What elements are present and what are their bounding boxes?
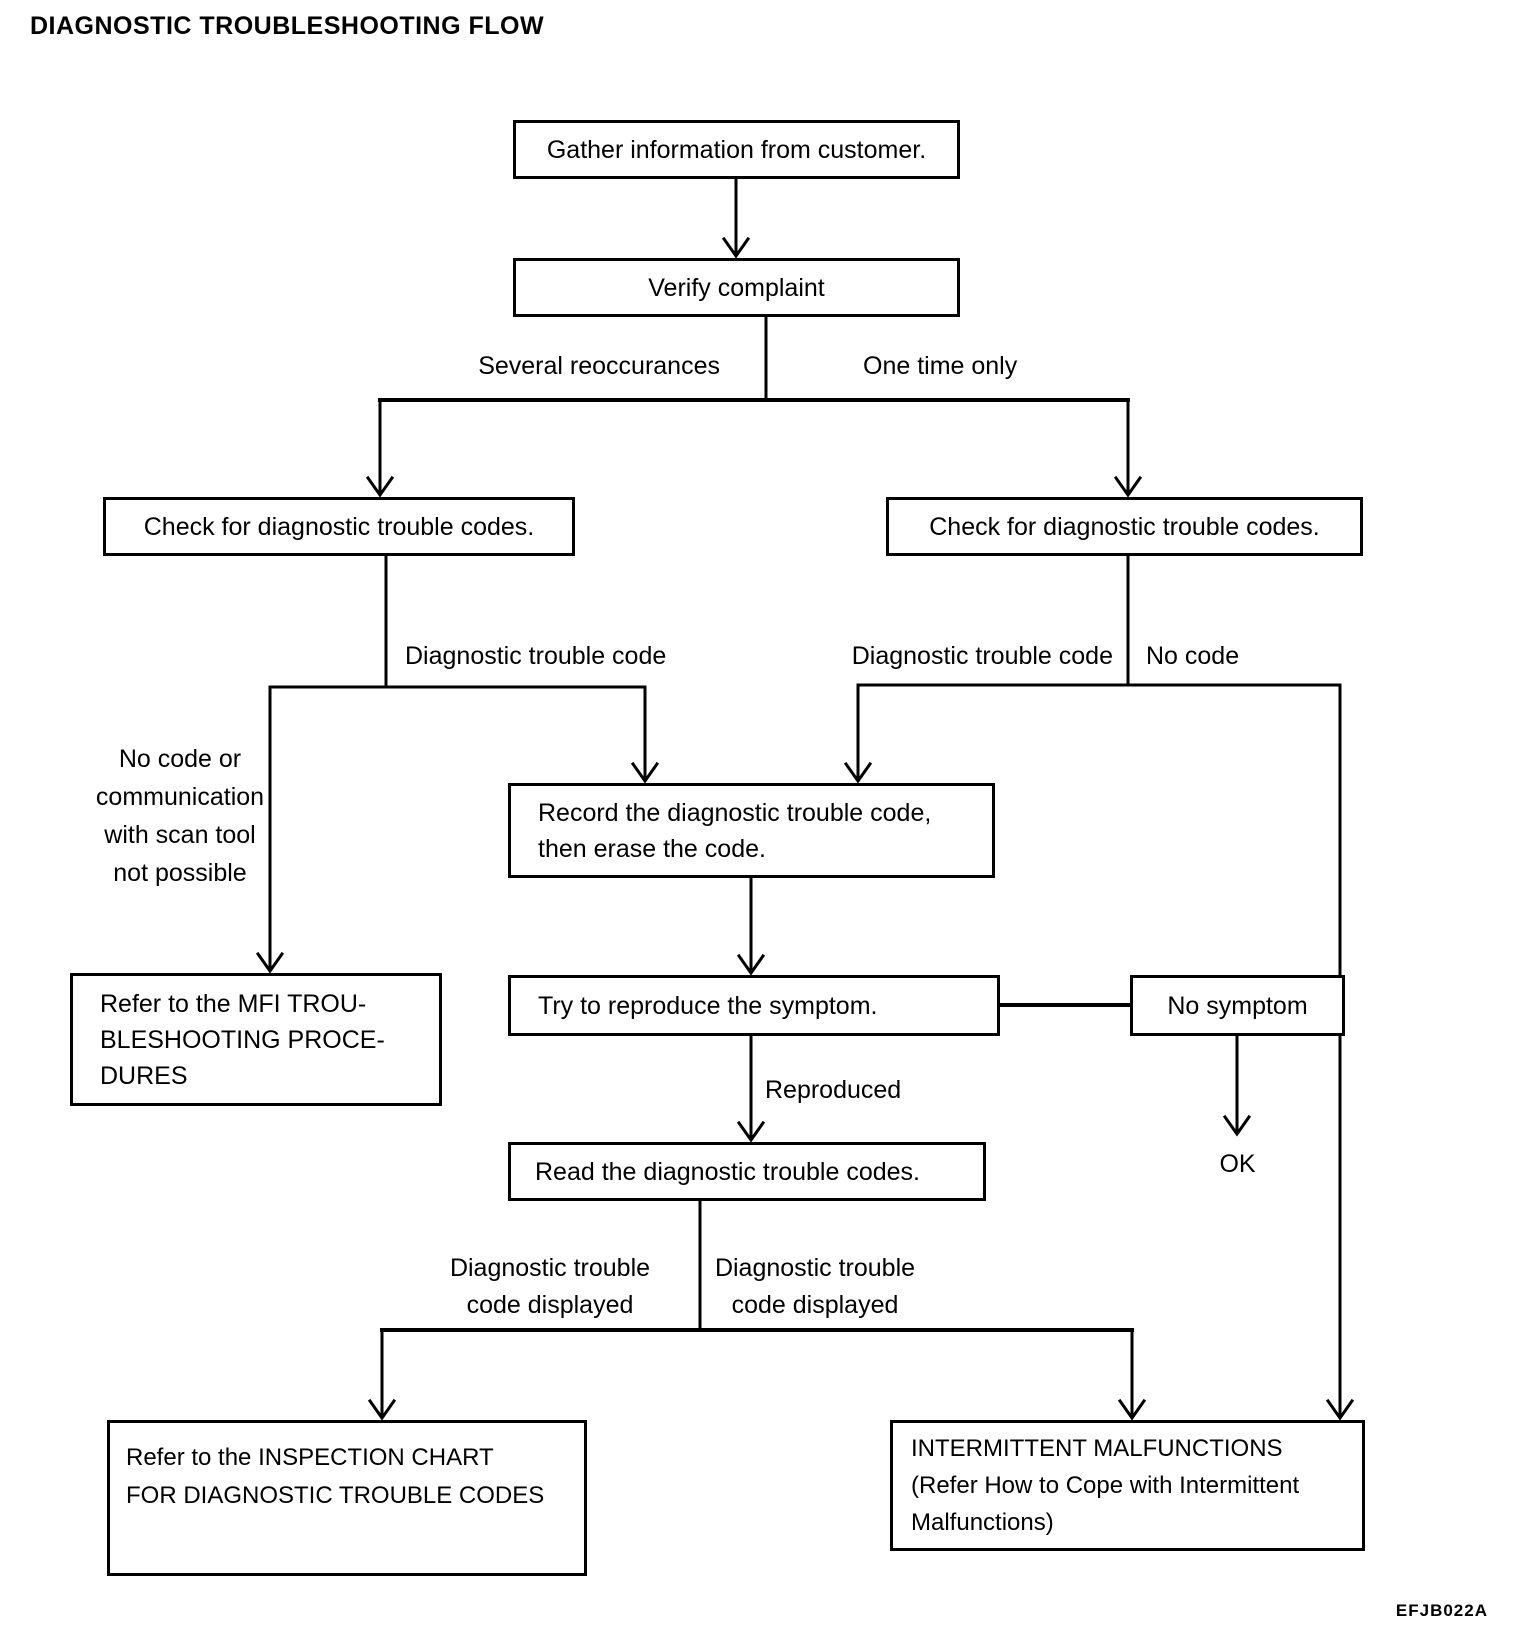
edge-junction-to-intermittent bbox=[1117, 1328, 1147, 1421]
edge-branch-to-check-left bbox=[365, 398, 395, 498]
edge-try-to-read bbox=[736, 1034, 766, 1143]
label-ok: OK bbox=[1219, 1150, 1256, 1178]
label-no-code: No code bbox=[1146, 642, 1240, 670]
node-refer-mfi-procedures: Refer to the MFI TROU- BLESHOOTING PROCE… bbox=[70, 973, 442, 1106]
node-read-codes: Read the diagnostic trouble codes. bbox=[508, 1142, 986, 1201]
label-line: not possible bbox=[113, 859, 247, 887]
node-check-codes-right: Check for diagnostic trouble codes. bbox=[886, 497, 1363, 556]
page-title: DIAGNOSTIC TROUBLESHOOTING FLOW bbox=[30, 12, 545, 40]
node-label: Verify complaint bbox=[648, 273, 825, 302]
node-label-line: INTERMITTENT MALFUNCTIONS bbox=[911, 1435, 1283, 1462]
label-dtc-displayed-right: Diagnostic trouble code displayed bbox=[695, 1250, 935, 1324]
label-line: Diagnostic trouble bbox=[449, 1254, 651, 1282]
node-label-line: (Refer How to Cope with Intermittent bbox=[911, 1472, 1300, 1499]
node-label: Try to reproduce the symptom. bbox=[538, 991, 878, 1020]
node-label-line: Record the diagnostic trouble code, bbox=[538, 798, 932, 827]
label-one-time-only: One time only bbox=[863, 352, 1018, 380]
label-line: code displayed bbox=[466, 1291, 634, 1319]
node-label: Check for diagnostic trouble codes. bbox=[929, 512, 1320, 541]
label-no-code-or-communication: No code or communication with scan tool … bbox=[60, 740, 300, 892]
node-record-erase-code: Record the diagnostic trouble code, then… bbox=[508, 783, 995, 878]
edge-junction-to-record-right bbox=[843, 683, 873, 784]
node-label: Read the diagnostic trouble codes. bbox=[535, 1157, 920, 1186]
figure-code: EFJB022A bbox=[1395, 1601, 1488, 1620]
node-check-codes-left: Check for diagnostic trouble codes. bbox=[103, 497, 575, 556]
node-label: Gather information from customer. bbox=[546, 135, 927, 164]
label-line: Diagnostic trouble bbox=[714, 1254, 916, 1282]
label-line: with scan tool bbox=[104, 821, 256, 849]
label-line: code displayed bbox=[731, 1291, 899, 1319]
edge-branch-to-check-right bbox=[1113, 398, 1143, 498]
label-line: communication bbox=[95, 783, 265, 811]
label-diagnostic-trouble-code-right: Diagnostic trouble code bbox=[851, 642, 1113, 670]
edge-record-to-try bbox=[736, 876, 766, 976]
node-label-line: BLESHOOTING PROCE- bbox=[100, 1025, 385, 1054]
node-refer-inspection-chart: Refer to the INSPECTION CHART FOR DIAGNO… bbox=[107, 1420, 587, 1576]
node-verify-complaint: Verify complaint bbox=[513, 258, 960, 317]
edge-no-code-to-intermittent bbox=[1325, 683, 1355, 1421]
edge-junction-to-record-left bbox=[630, 685, 660, 784]
node-label-line: Malfunctions) bbox=[911, 1509, 1054, 1536]
node-label-line: Refer to the INSPECTION CHART bbox=[126, 1444, 494, 1471]
label-several-reoccurances: Several reoccurances bbox=[478, 352, 720, 380]
edge-junction-to-inspection bbox=[367, 1328, 397, 1421]
edge-no-symptom-to-ok bbox=[1222, 1034, 1252, 1137]
node-gather-information: Gather information from customer. bbox=[513, 120, 960, 179]
label-line: No code or bbox=[118, 745, 242, 773]
node-label: No symptom bbox=[1167, 991, 1308, 1020]
label-dtc-displayed-left: Diagnostic trouble code displayed bbox=[430, 1250, 670, 1324]
label-diagnostic-trouble-code-left: Diagnostic trouble code bbox=[405, 642, 667, 670]
node-no-symptom: No symptom bbox=[1130, 975, 1345, 1036]
edge-gather-to-verify bbox=[721, 176, 751, 259]
node-label-line: DURES bbox=[100, 1061, 188, 1090]
node-label: Check for diagnostic trouble codes. bbox=[143, 512, 535, 541]
node-label-line: Refer to the MFI TROU- bbox=[100, 989, 367, 1018]
node-try-reproduce-symptom: Try to reproduce the symptom. bbox=[508, 975, 1000, 1036]
node-intermittent-malfunctions: INTERMITTENT MALFUNCTIONS (Refer How to … bbox=[890, 1420, 1365, 1551]
node-label-line: FOR DIAGNOSTIC TROUBLE CODES bbox=[126, 1482, 545, 1509]
node-label-line: then erase the code. bbox=[538, 834, 766, 863]
label-reproduced: Reproduced bbox=[765, 1076, 902, 1104]
